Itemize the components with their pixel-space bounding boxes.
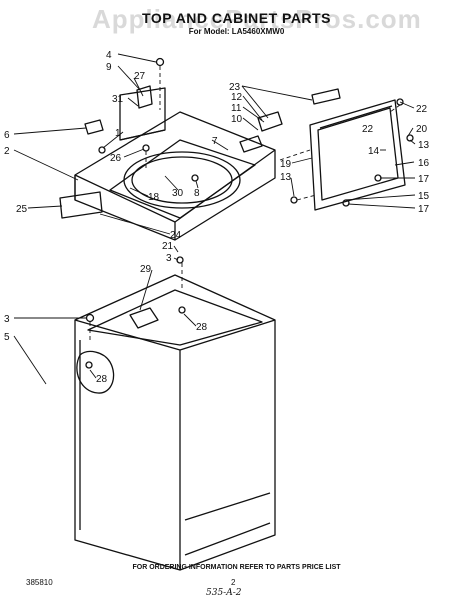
- callout-27: 27: [134, 71, 146, 82]
- callout-28-cabinet: 28: [196, 322, 208, 333]
- callout-3-lower: 3: [4, 314, 10, 325]
- cabinet-top: [74, 111, 276, 241]
- callout-13-right: 13: [418, 140, 430, 151]
- callout-26: 26: [110, 153, 122, 164]
- lid-switch: [136, 85, 153, 109]
- callout-8: 8: [194, 188, 200, 199]
- lid: [309, 99, 406, 211]
- hinge-bracket-2: [239, 135, 263, 153]
- callout-14: 14: [368, 146, 380, 157]
- lid-hinge: [311, 88, 341, 105]
- callout-24: 24: [170, 230, 182, 241]
- callout-10: 10: [231, 114, 243, 125]
- callout-18: 18: [148, 192, 160, 203]
- callout-4: 4: [106, 50, 112, 61]
- screw: [178, 306, 186, 314]
- page-number: 2: [231, 578, 236, 587]
- diagram-title: TOP AND CABINET PARTS: [142, 10, 331, 26]
- callout-3-upper: 3: [166, 253, 172, 264]
- callout-19: 19: [280, 159, 292, 170]
- callout-2: 2: [4, 146, 10, 157]
- callout-12: 12: [231, 92, 243, 103]
- handwritten-note: 535-A-2: [206, 588, 242, 598]
- lid-snubber: [129, 307, 159, 329]
- callout-31: 31: [112, 94, 124, 105]
- screw: [290, 196, 298, 204]
- callout-23: 23: [229, 82, 241, 93]
- hinge-pin: [84, 119, 104, 135]
- callout-16: 16: [418, 158, 430, 169]
- callout-7: 7: [212, 136, 218, 147]
- screw: [98, 146, 106, 154]
- callout-11: 11: [231, 103, 242, 114]
- callout-30: 30: [172, 188, 184, 199]
- model-number: For Model: LA5460XMW0: [188, 27, 285, 36]
- front-bracket: [59, 191, 103, 219]
- callout-1: 1: [115, 128, 121, 139]
- cabinet: [74, 274, 276, 571]
- screw: [406, 134, 414, 142]
- callout-6: 6: [4, 130, 10, 141]
- callout-5: 5: [4, 332, 10, 343]
- callout-17-upper: 17: [418, 174, 430, 185]
- watermark-text: AppliancePartsPros.com: [92, 4, 422, 34]
- callout-15: 15: [418, 191, 430, 202]
- callout-29: 29: [140, 264, 152, 275]
- callout-13-left: 13: [280, 172, 292, 183]
- callout-17-lower: 17: [418, 204, 430, 215]
- detail-callout: [76, 350, 115, 394]
- screw: [142, 144, 150, 152]
- callout-22-top: 22: [416, 104, 428, 115]
- callout-28-detail: 28: [96, 374, 108, 385]
- ordering-note: FOR ORDERING INFORMATION REFER TO PARTS …: [132, 564, 341, 571]
- screw: [85, 313, 95, 323]
- callout-20: 20: [416, 124, 428, 135]
- callout-22-lid: 22: [362, 124, 374, 135]
- callout-9: 9: [106, 62, 112, 73]
- screw: [155, 57, 165, 67]
- document-number: 385810: [26, 578, 53, 587]
- callout-25: 25: [16, 204, 28, 215]
- screw: [191, 174, 199, 182]
- hinge-bracket: [257, 111, 283, 132]
- screw: [85, 361, 93, 369]
- callout-21: 21: [162, 241, 174, 252]
